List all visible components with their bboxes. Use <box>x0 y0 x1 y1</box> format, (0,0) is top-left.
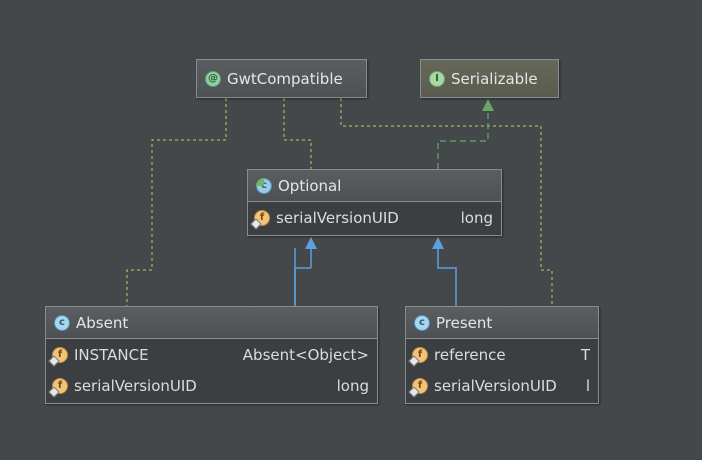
interface-icon: I <box>429 70 445 87</box>
serializable-title: Serializable <box>451 69 538 88</box>
field-type: long <box>460 208 493 227</box>
optional-title: Optional <box>278 176 342 195</box>
generalization-link-present <box>432 237 457 306</box>
field-icon: f <box>52 346 68 363</box>
gwt-compatible-node[interactable]: @ GwtCompatible <box>196 59 367 98</box>
annotation-link-optional <box>283 98 312 169</box>
field-icon: f <box>254 209 270 226</box>
gwt-compatible-title: GwtCompatible <box>227 69 343 88</box>
abstract-class-icon: c <box>256 177 272 194</box>
annotation-icon: @ <box>205 70 221 87</box>
serializable-node[interactable]: I Serializable <box>420 59 559 98</box>
absent-title: Absent <box>76 313 129 332</box>
field-name: INSTANCE <box>74 345 149 364</box>
generalization-link-absent-path <box>294 267 311 306</box>
optional-node[interactable]: c Optional f serialVersionUID long <box>247 169 502 236</box>
class-icon: c <box>414 314 430 331</box>
field-name: serialVersionUID <box>74 376 197 395</box>
field-name: serialVersionUID <box>434 376 557 395</box>
present-title: Present <box>436 313 493 332</box>
present-node[interactable]: c Present f reference T f serialVersionU… <box>405 306 599 404</box>
realization-link-optional <box>437 99 494 169</box>
field-type: l <box>585 376 590 395</box>
field-type: T <box>580 345 590 364</box>
field-name: serialVersionUID <box>276 208 399 227</box>
field-icon: f <box>52 377 68 394</box>
optional-field-row: f serialVersionUID long <box>248 202 501 233</box>
absent-node[interactable]: c Absent f INSTANCE Absent<Object> f ser… <box>45 306 378 404</box>
field-type: long <box>336 376 369 395</box>
field-icon: f <box>412 377 428 394</box>
annotation-link-present <box>340 98 553 306</box>
class-icon: c <box>54 314 70 331</box>
absent-field-row: f serialVersionUID long <box>46 370 377 401</box>
field-type: Absent<Object> <box>242 345 369 364</box>
absent-field-row: f INSTANCE Absent<Object> <box>46 339 377 370</box>
annotation-link-absent <box>126 98 227 306</box>
field-name: reference <box>434 345 506 364</box>
field-icon: f <box>412 346 428 363</box>
present-field-row: f reference T <box>406 339 598 370</box>
present-field-row: f serialVersionUID l <box>406 370 598 401</box>
